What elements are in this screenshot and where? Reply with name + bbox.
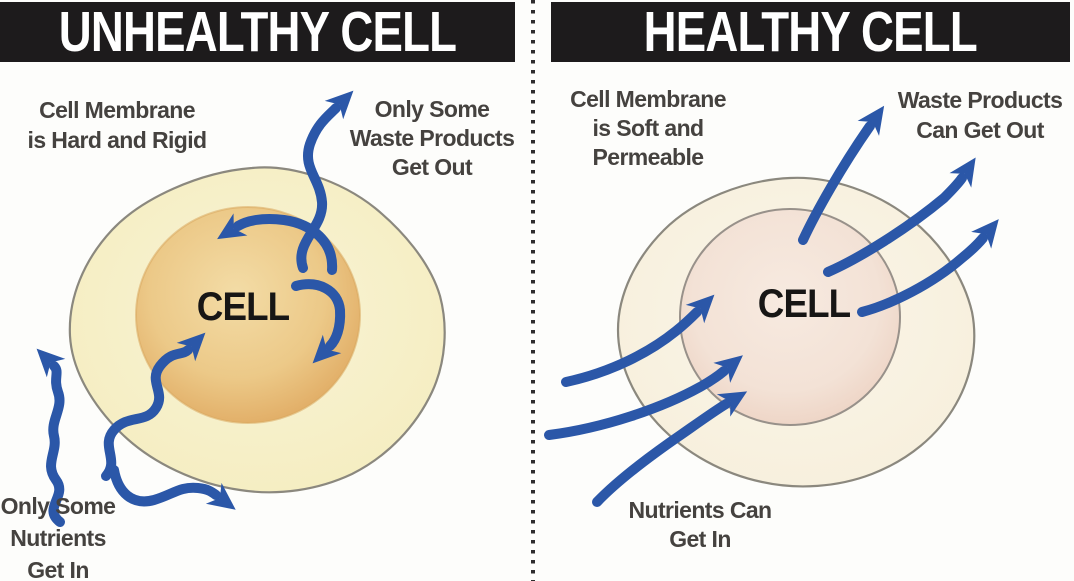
nutrient-blocked-arrow — [36, 348, 66, 527]
note-line: Waste Products — [897, 87, 1063, 113]
waste-escape-arrow — [296, 90, 354, 273]
healthy-waste-arrow-1 — [798, 105, 885, 245]
note-line: Get Out — [391, 154, 473, 180]
unhealthy-cell-label: CELL — [196, 285, 290, 329]
healthy-nutrient-arrow-1 — [561, 294, 715, 387]
healthy-nutrient-arrow-2 — [544, 355, 743, 440]
healthy-nutrients-note: Nutrients Can Get In — [628, 496, 773, 554]
note-line: Get In — [27, 557, 89, 581]
unhealthy-nutrients-note: Only Some Nutrients Get In — [1, 490, 116, 581]
note-line: Waste Products — [349, 125, 515, 151]
note-line: Only Some — [374, 96, 490, 122]
unhealthy-panel-title: UNHEALTHY CELL — [58, 0, 457, 64]
unhealthy-waste-note: Only Some Waste Products Get Out — [350, 95, 515, 182]
unhealthy-panel-header: UNHEALTHY CELL — [0, 2, 515, 62]
healthy-panel-header: HEALTHY CELL — [551, 2, 1070, 62]
healthy-panel-title: HEALTHY CELL — [643, 0, 978, 64]
healthy-nutrient-arrow-3 — [592, 391, 748, 507]
unhealthy-membrane-note: Cell Membrane is Hard and Rigid — [27, 95, 208, 155]
healthy-waste-note: Waste Products Can Get Out — [898, 85, 1063, 145]
note-line: Cell Membrane — [39, 97, 195, 123]
note-line: Nutrients — [10, 525, 106, 551]
note-line: Only Some — [0, 493, 116, 519]
nutrient-entry-arrow — [101, 332, 206, 481]
note-line: is Hard and Rigid — [27, 127, 208, 153]
note-line: is Soft and — [592, 115, 705, 141]
waste-bounce-loop-arrow — [217, 213, 338, 275]
healthy-membrane-note: Cell Membrane is Soft and Permeable — [570, 85, 726, 172]
waste-blocked-uturn-arrow — [291, 279, 346, 364]
note-line: Permeable — [592, 144, 705, 170]
nutrient-deflected-arrow — [109, 465, 236, 510]
note-line: Get In — [669, 526, 731, 552]
note-line: Nutrients Can — [628, 497, 773, 523]
healthy-waste-arrow-3 — [857, 219, 999, 317]
note-line: Cell Membrane — [570, 86, 726, 112]
note-line: Can Get Out — [916, 117, 1044, 143]
healthy-cell-label: CELL — [757, 282, 851, 326]
healthy-waste-arrow-2 — [823, 157, 976, 277]
